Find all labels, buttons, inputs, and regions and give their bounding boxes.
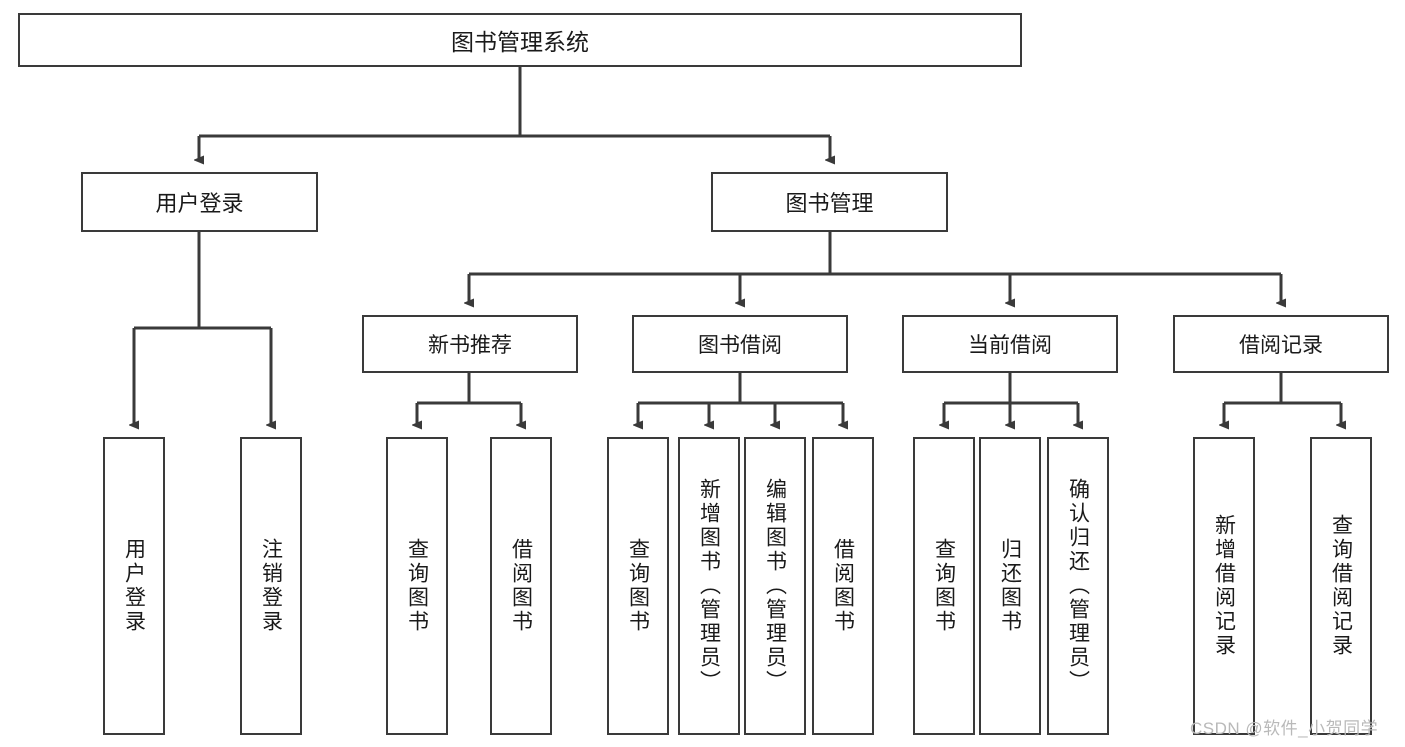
node-leaf-query-book-3-label: 查询图书 xyxy=(932,538,956,634)
node-leaf-edit-book[interactable]: 编辑图书（管理员） xyxy=(744,437,806,735)
node-leaf-user-login-label: 用户登录 xyxy=(122,538,146,634)
node-leaf-borrow-book-2[interactable]: 借阅图书 xyxy=(812,437,874,735)
node-book-borrow-label: 图书借阅 xyxy=(698,334,782,357)
node-leaf-query-book-1[interactable]: 查询图书 xyxy=(386,437,448,735)
node-leaf-return-book-label: 归还图书 xyxy=(998,538,1022,634)
node-current-borrow-label: 当前借阅 xyxy=(968,334,1052,357)
node-current-borrow[interactable]: 当前借阅 xyxy=(902,315,1118,373)
node-leaf-query-record[interactable]: 查询借阅记录 xyxy=(1310,437,1372,735)
node-leaf-logout[interactable]: 注销登录 xyxy=(240,437,302,735)
csdn-watermark: CSDN @软件_小贺同学 xyxy=(1190,719,1379,738)
node-book-manage-label: 图书管理 xyxy=(785,191,874,216)
node-leaf-query-book-2-label: 查询图书 xyxy=(626,538,650,634)
node-leaf-add-record[interactable]: 新增借阅记录 xyxy=(1193,437,1255,735)
node-root-label: 图书管理系统 xyxy=(451,29,589,55)
node-leaf-borrow-book-1[interactable]: 借阅图书 xyxy=(490,437,552,735)
node-borrow-record-label: 借阅记录 xyxy=(1239,334,1323,357)
node-book-borrow[interactable]: 图书借阅 xyxy=(632,315,848,373)
node-root[interactable]: 图书管理系统 xyxy=(18,13,1022,67)
node-new-book-rec[interactable]: 新书推荐 xyxy=(362,315,578,373)
node-leaf-return-book[interactable]: 归还图书 xyxy=(979,437,1041,735)
node-leaf-confirm-return-label: 确认归还（管理员） xyxy=(1066,478,1090,694)
node-leaf-query-book-1-label: 查询图书 xyxy=(405,538,429,634)
node-new-book-rec-label: 新书推荐 xyxy=(428,334,512,357)
node-leaf-add-record-label: 新增借阅记录 xyxy=(1212,514,1236,658)
node-leaf-borrow-book-1-label: 借阅图书 xyxy=(509,538,533,634)
node-borrow-record[interactable]: 借阅记录 xyxy=(1173,315,1389,373)
node-user-login-label: 用户登录 xyxy=(155,191,244,216)
node-leaf-add-book-label: 新增图书（管理员） xyxy=(697,478,721,694)
node-leaf-query-book-3[interactable]: 查询图书 xyxy=(913,437,975,735)
node-leaf-query-book-2[interactable]: 查询图书 xyxy=(607,437,669,735)
node-leaf-user-login[interactable]: 用户登录 xyxy=(103,437,165,735)
node-leaf-query-record-label: 查询借阅记录 xyxy=(1329,514,1353,658)
node-leaf-logout-label: 注销登录 xyxy=(259,538,283,634)
node-book-manage[interactable]: 图书管理 xyxy=(711,172,948,232)
node-leaf-add-book[interactable]: 新增图书（管理员） xyxy=(678,437,740,735)
node-leaf-borrow-book-2-label: 借阅图书 xyxy=(831,538,855,634)
node-leaf-edit-book-label: 编辑图书（管理员） xyxy=(763,478,787,694)
node-leaf-confirm-return[interactable]: 确认归还（管理员） xyxy=(1047,437,1109,735)
node-user-login[interactable]: 用户登录 xyxy=(81,172,318,232)
